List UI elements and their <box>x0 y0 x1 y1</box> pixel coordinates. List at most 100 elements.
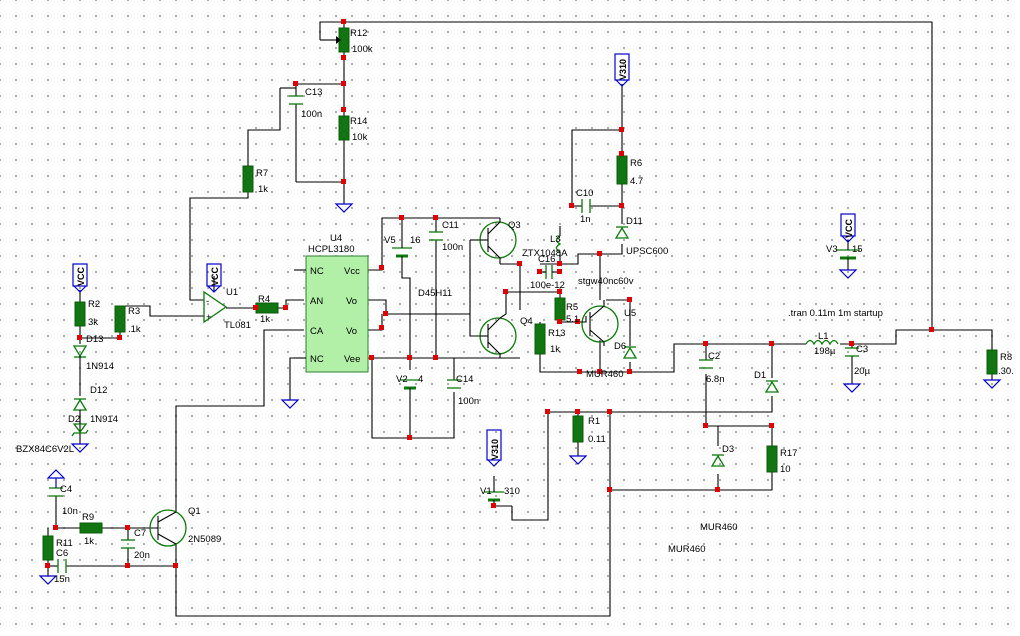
value-d13: 1N914 <box>86 361 114 372</box>
label-d11: D11 <box>626 216 643 227</box>
resistor-r17 <box>766 445 778 473</box>
value-r3: .1k <box>128 324 141 335</box>
value-c11: 100n <box>442 242 463 253</box>
value-r17: 10 <box>780 464 791 475</box>
label-vcc-right: VCC <box>844 218 854 238</box>
value-c4: 10n <box>62 506 78 517</box>
igbt-u5 <box>581 305 619 343</box>
value-d11: UPSC600 <box>626 246 668 257</box>
inductors <box>555 226 839 346</box>
ground-icon <box>982 379 1002 389</box>
value-r8: .30. <box>998 366 1014 377</box>
label-r2: R2 <box>88 299 100 310</box>
pin-vo-1: Vo <box>346 296 357 307</box>
label-r3: R3 <box>128 306 140 317</box>
label-d13: D13 <box>86 334 103 345</box>
label-d12: D12 <box>90 385 107 396</box>
value-u1: TL081 <box>224 320 251 331</box>
value-c2: 6.8n <box>706 374 725 385</box>
pin-vcc: Vcc <box>344 266 360 277</box>
label-r17: R17 <box>780 448 797 459</box>
value-r1: 0.11 <box>588 434 606 445</box>
value-r7: 1k <box>258 184 268 195</box>
label-u4: U4 <box>330 233 342 244</box>
label-vcc-opamp: VCC <box>210 266 220 286</box>
pin-vee: Vee <box>344 354 360 365</box>
value-c6: 15n <box>54 574 70 585</box>
resistor-r9 <box>79 522 103 534</box>
label-r14: R14 <box>350 116 367 127</box>
label-r1: R1 <box>588 416 600 427</box>
label-d6: D6 <box>614 341 626 352</box>
label-r11: R11 <box>56 538 73 549</box>
junctions <box>45 19 934 568</box>
label-c3: C3 <box>856 344 868 355</box>
value-r5: 5.1 <box>566 314 579 325</box>
label-r8: R8 <box>1000 352 1012 363</box>
value-r4: 1k <box>260 314 270 325</box>
label-v310-top: V310 <box>618 59 628 80</box>
label-r5: R5 <box>566 302 578 313</box>
label-u1: U1 <box>226 287 238 298</box>
value-r9: 1k <box>84 536 94 547</box>
value-r14: 10k <box>352 132 368 143</box>
label-c10: C10 <box>576 188 593 199</box>
pin-an: AN <box>310 296 323 307</box>
pin-vo-2: Vo <box>346 326 357 337</box>
label-bzx: BZX84C6V2L <box>16 444 74 455</box>
label-r6: R6 <box>630 158 642 169</box>
resistor-r2 <box>74 301 86 327</box>
value-d6: MUR460 <box>586 369 624 380</box>
label-q1: Q1 <box>188 506 201 517</box>
label-c2: C2 <box>708 351 720 362</box>
resistor-r11 <box>42 535 54 561</box>
label-stgw: stgw40nc60v <box>578 276 634 287</box>
value-l3: ZTX1048A <box>522 248 568 259</box>
label-c14: C14 <box>456 374 473 385</box>
svg-text:+: + <box>206 312 212 323</box>
label-d2: D2 <box>68 414 80 425</box>
capacitors <box>49 95 859 573</box>
label-c13: C13 <box>305 87 322 98</box>
label-c16: C16 <box>538 254 555 265</box>
ground-icon <box>38 575 58 585</box>
resistor-r6 <box>616 155 628 185</box>
pin-nc-2: NC <box>310 354 324 365</box>
resistor-r5 <box>554 297 566 321</box>
value-c3: 20µ <box>854 366 871 377</box>
label-v2: V2 <box>396 374 408 385</box>
label-q3: Q3 <box>508 220 521 231</box>
value-d2: 1N914 <box>90 414 118 425</box>
pin-ca: CA <box>310 326 324 337</box>
label-r12: R12 <box>350 28 367 39</box>
value-c10: 1n <box>580 214 591 225</box>
label-l1: L1 <box>818 331 829 342</box>
value-u4: HCPL3180 <box>308 244 354 255</box>
transistor-q1 <box>149 509 187 547</box>
label-v3: V3 <box>826 244 838 255</box>
value-r6: 4.7 <box>630 176 643 187</box>
label-q4: Q4 <box>520 316 533 327</box>
value-v3: 15 <box>852 244 863 255</box>
ground-icon <box>70 443 90 453</box>
resistors <box>42 27 998 561</box>
ground-icon <box>46 469 66 479</box>
wires <box>47 21 993 617</box>
value-c14: 100n <box>458 396 479 407</box>
opamp-u1: - + <box>203 290 228 324</box>
grounds <box>38 203 1002 585</box>
value-c7: 20n <box>134 550 150 561</box>
ground-icon <box>842 383 862 393</box>
label-d3: D3 <box>722 444 734 455</box>
component-labels: R12 100k C13 100n R14 10k V310 R6 4.7 C1… <box>16 28 1014 585</box>
resistor-r7 <box>242 165 254 193</box>
value-l1: 198µ <box>814 346 836 357</box>
value-r12: 100k <box>352 44 373 55</box>
label-d45h11: D45H11 <box>418 288 452 299</box>
resistor-r1 <box>572 415 584 443</box>
label-c11: C11 <box>442 220 459 231</box>
label-c6: C6 <box>56 548 68 559</box>
value-c16: 100e-12 <box>530 280 565 291</box>
ground-icon <box>568 455 588 465</box>
